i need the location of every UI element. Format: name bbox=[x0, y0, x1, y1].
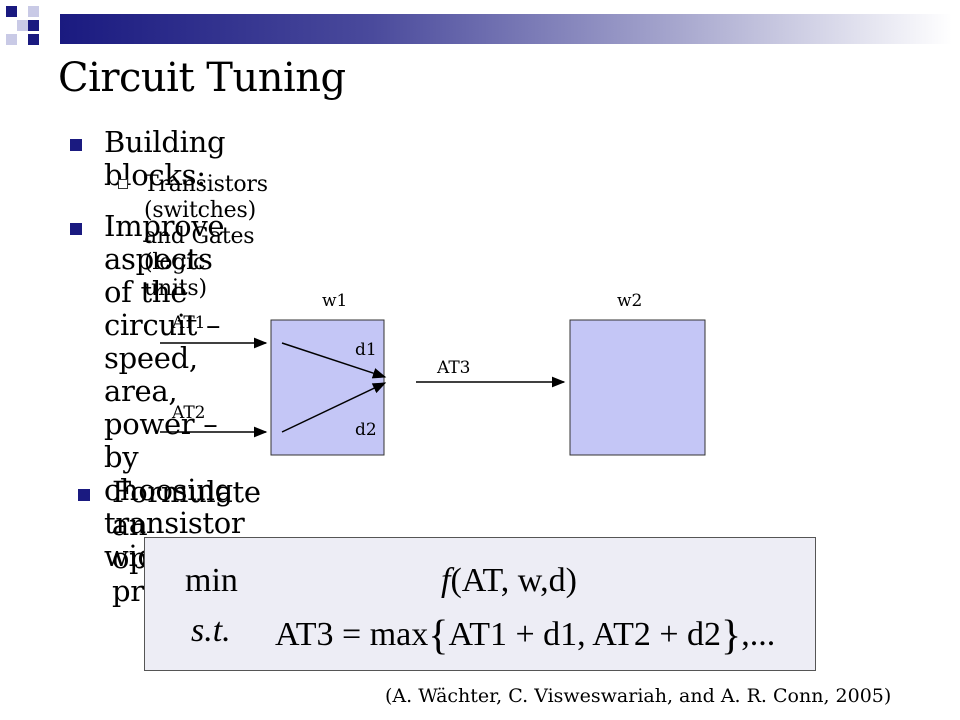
open-brace: { bbox=[428, 613, 449, 659]
deco-square bbox=[28, 6, 39, 17]
close-brace: } bbox=[721, 613, 742, 659]
output-label: AT3 bbox=[436, 358, 471, 378]
circuit-diagram: w1 w2 AT1 AT2 d1 d2 AT3 bbox=[160, 291, 706, 456]
constraint-terms: AT1 + d1, AT2 + d2 bbox=[448, 616, 722, 653]
deco-square bbox=[17, 20, 28, 31]
header-gradient-bar bbox=[60, 14, 952, 44]
delay-2-arrow bbox=[281, 382, 387, 433]
input-1-label: AT1 bbox=[171, 313, 206, 333]
slide-title: Circuit Tuning bbox=[58, 55, 346, 101]
min-label: min bbox=[185, 562, 238, 599]
constraint-trailing: ,... bbox=[741, 616, 776, 653]
bullet-text-line2: power – by choosing transistor widths bbox=[104, 407, 245, 573]
gate-1-block bbox=[270, 319, 385, 456]
deco-square bbox=[28, 20, 39, 31]
objective-args: (AT, w,d) bbox=[450, 562, 577, 599]
optimization-equation-box: min f(AT, w,d) s.t. AT3 = max{AT1 + d1, … bbox=[144, 537, 816, 671]
constraint-expression: AT3 = max{AT1 + d1, AT2 + d2},... bbox=[275, 612, 775, 660]
delay-2-label: d2 bbox=[355, 420, 377, 440]
deco-square bbox=[28, 34, 39, 45]
objective-function: f(AT, w,d) bbox=[441, 562, 577, 600]
bullet-building-blocks: Building blocks: bbox=[70, 125, 226, 192]
objective-name: f bbox=[441, 562, 451, 599]
delay-1-arrow bbox=[281, 342, 387, 379]
deco-square bbox=[6, 6, 17, 17]
bullet-text-line1: Improve aspects of the circuit – speed, … bbox=[104, 209, 225, 408]
subject-to-label: s.t. bbox=[191, 612, 231, 649]
gate-1-width-label: w1 bbox=[322, 291, 347, 311]
delay-1-label: d1 bbox=[355, 340, 377, 360]
gate-2-block bbox=[569, 319, 706, 456]
deco-square bbox=[6, 34, 17, 45]
sub-bullet-transistors: Transistors (switches) and Gates (logic … bbox=[118, 172, 268, 302]
input-2-label: AT2 bbox=[171, 403, 206, 423]
bullet-improve: Improve aspects of the circuit – speed, … bbox=[70, 210, 245, 573]
bullet-text: Building blocks: bbox=[104, 125, 226, 192]
citation: (A. Wächter, C. Visweswariah, and A. R. … bbox=[385, 685, 892, 707]
header-decoration-squares bbox=[0, 0, 80, 60]
constraint-lhs: AT3 = max bbox=[275, 616, 429, 653]
gate-2-width-label: w2 bbox=[617, 291, 642, 311]
sub-bullet-text: Transistors (switches) and Gates (logic … bbox=[144, 172, 268, 301]
